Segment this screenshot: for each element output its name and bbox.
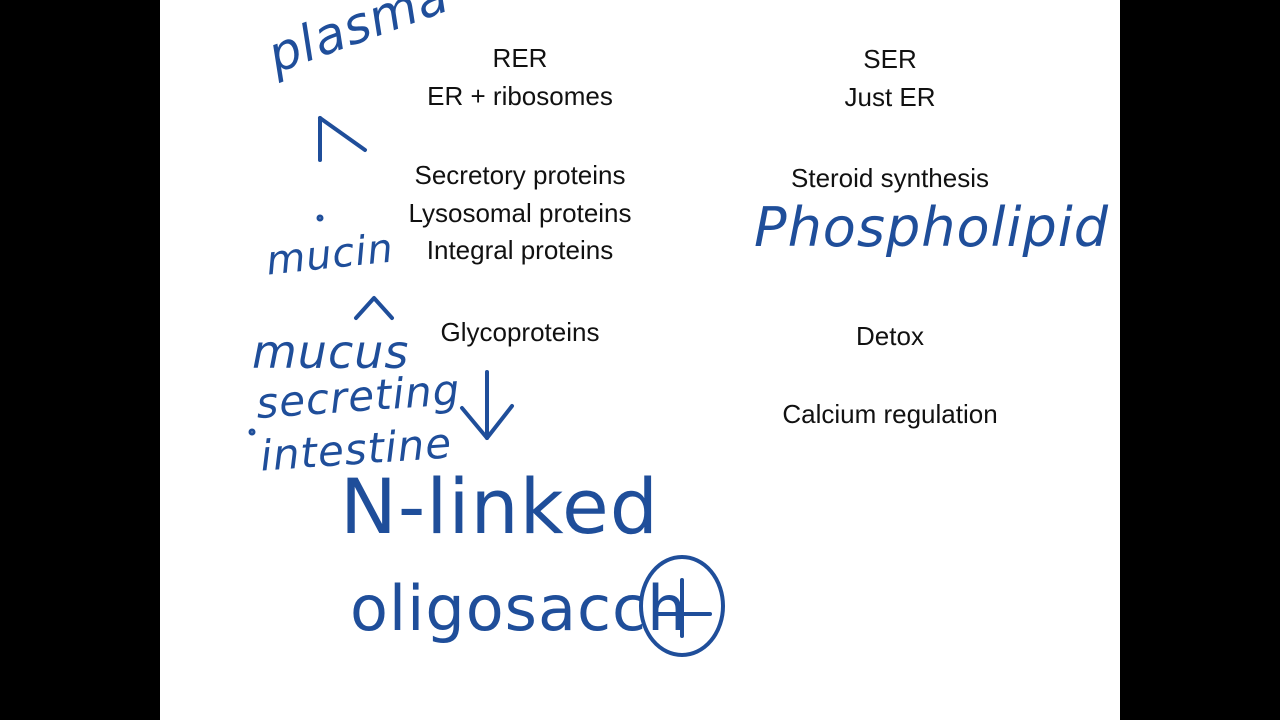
- ink-dot: [248, 428, 256, 436]
- rer-function-lysosomal: Lysosomal proteins: [408, 197, 632, 228]
- lecture-slide: RER ER + ribosomes Secretory proteins Ly…: [160, 0, 1120, 720]
- ser-subtitle: Just ER: [844, 81, 936, 112]
- handwritten-oligosacch: oligosacch: [350, 572, 688, 645]
- rer-function-integral: Integral proteins: [426, 235, 614, 266]
- rer-glycoproteins: Glycoproteins: [440, 317, 600, 347]
- ser-detox: Detox: [856, 321, 924, 351]
- rer-header: RER ER + ribosomes: [370, 40, 670, 115]
- handwritten-phospholipid: Phospholipid: [754, 196, 1110, 259]
- ser-calcium-regulation: Calcium regulation: [782, 399, 998, 429]
- handwritten-mucus: mucus: [252, 325, 410, 379]
- up-arrow-icon: [318, 116, 367, 162]
- rer-subtitle: ER + ribosomes: [427, 80, 613, 111]
- ser-header: SER Just ER: [730, 41, 1050, 116]
- rer-function-secretory: Secretory proteins: [414, 160, 626, 190]
- handwritten-mucin: mucin: [263, 225, 396, 285]
- ser-steroid-synthesis: Steroid synthesis: [791, 163, 989, 193]
- rer-functions: Secretory proteins Lysosomal proteins In…: [370, 157, 670, 270]
- handwritten-n-linked: N-linked: [340, 462, 659, 551]
- down-arrow-icon: [460, 370, 514, 440]
- ink-dot: [316, 214, 324, 222]
- rer-title: RER: [492, 43, 548, 73]
- ser-title: SER: [863, 44, 917, 74]
